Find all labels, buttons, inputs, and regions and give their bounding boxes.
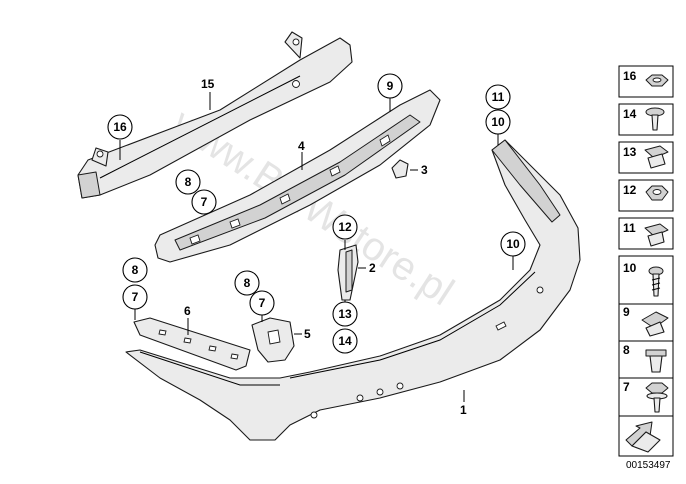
hex-nut-icon	[645, 74, 669, 87]
legend-label-10: 10	[623, 261, 637, 275]
callout-14: 14	[332, 328, 358, 354]
clip-nut-icon	[644, 145, 669, 169]
diagram-code: 00153497	[626, 460, 671, 471]
svg-text:16: 16	[113, 120, 127, 134]
callout-7-upper: 7	[191, 189, 217, 215]
label-part-1: 1	[460, 403, 467, 417]
callout-8-mid: 8	[234, 270, 260, 296]
label-part-2: 2	[369, 261, 376, 275]
legend-label-16: 16	[623, 69, 637, 83]
svg-text:7: 7	[259, 296, 266, 310]
callout-9: 9	[377, 73, 403, 99]
screw-icon	[645, 107, 665, 131]
callout-12: 12	[332, 214, 358, 240]
sheet-metal-clip-icon	[641, 311, 669, 337]
svg-text:14: 14	[338, 334, 352, 348]
legend-label-14: 14	[623, 107, 637, 121]
label-part-15: 15	[201, 77, 215, 91]
svg-text:8: 8	[244, 276, 251, 290]
svg-text:12: 12	[338, 220, 352, 234]
callout-11: 11	[485, 84, 511, 110]
bracket-part-5	[251, 317, 295, 363]
svg-text:10: 10	[491, 115, 505, 129]
svg-text:7: 7	[132, 290, 139, 304]
reinforcement-beam	[77, 31, 353, 199]
legend-label-13: 13	[623, 145, 637, 159]
callout-10-upper: 10	[485, 109, 511, 135]
expanding-nut-icon	[645, 349, 667, 373]
callout-8-left: 8	[122, 257, 148, 283]
side-guide	[133, 317, 251, 371]
svg-text:8: 8	[132, 263, 139, 277]
legend-label-8: 8	[623, 343, 630, 357]
clip-part-3	[391, 159, 409, 179]
svg-text:10: 10	[506, 237, 520, 251]
arrow-pictogram-icon	[625, 421, 661, 453]
bumper-trim-panel	[125, 139, 581, 441]
legend-label-12: 12	[623, 183, 637, 197]
label-part-5: 5	[304, 327, 311, 341]
legend-label-7: 7	[623, 380, 630, 394]
callout-7-left: 7	[122, 284, 148, 310]
washer-screw-icon	[645, 382, 669, 413]
callout-13: 13	[332, 301, 358, 327]
callout-10-lower: 10	[500, 231, 526, 257]
svg-text:13: 13	[338, 307, 352, 321]
legend-label-11: 11	[623, 221, 636, 235]
nut-icon	[645, 185, 669, 201]
tapping-screw-icon	[648, 266, 664, 297]
vertical-bracket	[337, 244, 359, 301]
callout-16: 16	[107, 114, 133, 140]
svg-text:8: 8	[185, 175, 192, 189]
label-part-4: 4	[298, 139, 305, 153]
svg-text:9: 9	[387, 79, 394, 93]
callout-7-mid: 7	[249, 290, 275, 316]
label-part-6: 6	[184, 304, 191, 318]
legend-label-9: 9	[623, 305, 630, 319]
fastener-legend: 16 14 13 12 11 10 9 8 7	[618, 65, 674, 457]
svg-text:7: 7	[201, 195, 208, 209]
label-part-3: 3	[421, 163, 428, 177]
callout-8-upper: 8	[175, 169, 201, 195]
spring-clip-icon	[644, 223, 669, 247]
svg-text:11: 11	[492, 90, 505, 104]
bumper-bracket	[154, 89, 441, 263]
